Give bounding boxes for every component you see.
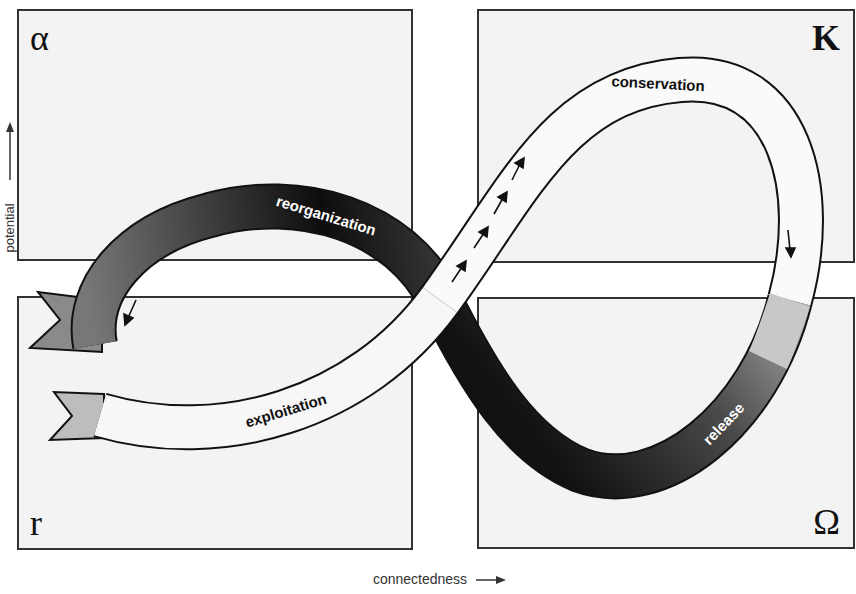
ribbon-outline [94,206,440,345]
release-band-start [768,300,790,360]
omega-quadrant: Ω [478,298,854,548]
conservation-band [440,79,801,300]
ribbon-outline [100,79,801,427]
quadrant-letter: K [812,20,840,56]
k-quadrant: K [478,10,854,262]
axis-label: connectedness [373,572,467,587]
axis-arrowhead [496,576,506,584]
axis-label: potential [3,203,17,252]
reorganization-band [94,206,440,345]
quadrant-letter: r [30,505,42,541]
quadrant-letter: α [30,20,49,56]
ribbon-outline [440,300,790,476]
flow-arrows [124,158,795,388]
axis-arrow [9,128,11,180]
quadrant-letter: Ω [813,504,840,540]
r-quadrant: r [18,297,412,549]
release-band [440,300,790,476]
axis-arrowhead [6,122,14,132]
